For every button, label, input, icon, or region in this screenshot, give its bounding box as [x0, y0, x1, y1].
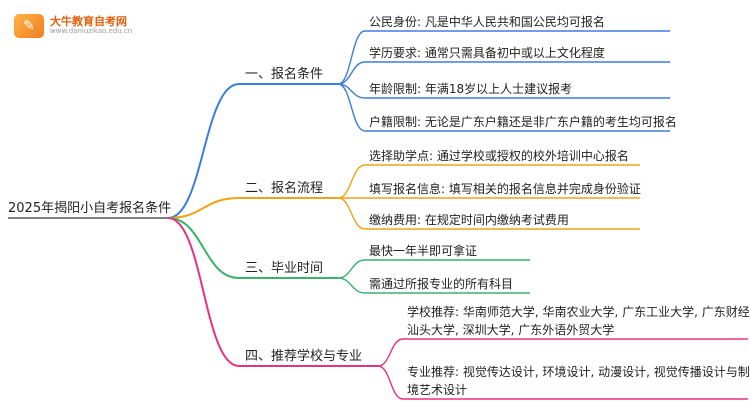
branch-1-leaf-1: 公民身份: 凡是中华人民共和国公民均可报名: [369, 14, 605, 29]
brand-name: 大牛教育自考网: [50, 15, 127, 29]
branch-4-leaf-1-line-1: 学校推荐: 华南师范大学, 华南农业大学, 广东工业大学, 广东财经大学,: [407, 304, 750, 319]
graduation-cap-icon: ✎: [14, 14, 44, 38]
branch-3-label: 三、毕业时间: [245, 261, 323, 276]
brand-logo: ✎ 大牛教育自考网 www.daniuzikao.edu.cn: [14, 14, 132, 38]
branch-3-leaf-1-connector: [337, 259, 366, 279]
branch-1-leaf-4-connector: [337, 83, 366, 132]
branch-1-leaf-2-connector: [337, 61, 366, 85]
branch-1-leaf-1-connector: [337, 30, 366, 85]
branch-3-connector: [167, 217, 240, 279]
branch-4-connector: [167, 217, 240, 367]
branch-2-leaf-3-connector: [337, 197, 366, 230]
branch-2-label: 二、报名流程: [245, 180, 323, 196]
edges: [8, 30, 748, 400]
branch-1-connector: [167, 83, 240, 219]
branch-4-leaf-2-line-1: 专业推荐: 视觉传达设计, 环境设计, 动漫设计, 视觉传播设计与制作, 环: [407, 364, 750, 379]
branch-2-leaf-1: 选择助学点: 通过学校或授权的校外培训中心报名: [369, 148, 629, 163]
branch-2-leaf-1-connector: [337, 164, 366, 199]
branch-1-leaf-2: 学历要求: 通常只需具备初中或以上文化程度: [369, 45, 605, 60]
branch-4-leaf-2-connector: [377, 365, 404, 400]
root-topic: 2025年揭阳小自考报名条件: [8, 200, 171, 216]
branch-2-connector: [167, 197, 240, 219]
branch-4-leaf-2-line-2: 境艺术设计: [407, 382, 467, 397]
branch-3-leaf-1: 最快一年半即可拿证: [369, 243, 477, 258]
branch-3-leaf-2: 需通过所报专业的所有科目: [369, 276, 513, 291]
branch-4-label: 四、推荐学校与专业: [245, 348, 362, 364]
branch-4-leaf-1-line-2: 汕头大学, 深圳大学, 广东外语外贸大学: [407, 322, 614, 337]
nodes: 2025年揭阳小自考报名条件 一、报名条件 公民身份: 凡是中华人民共和国公民均可报…: [8, 14, 750, 397]
branch-1-label: 一、报名条件: [245, 66, 323, 82]
branch-1-leaf-3: 年龄限制: 年满18岁以上人士建议报考: [369, 81, 572, 96]
branch-2-leaf-2: 填写报名信息: 填写相关的报名信息并完成身份验证: [369, 181, 641, 196]
branch-4-leaf-1-connector: [377, 338, 404, 367]
brand-text: 大牛教育自考网 www.daniuzikao.edu.cn: [50, 16, 132, 36]
branch-3-leaf-2-connector: [337, 277, 366, 294]
branch-2-leaf-3: 缴纳费用: 在规定时间内缴纳考试费用: [369, 212, 569, 227]
branch-1-leaf-4: 户籍限制: 无论是广东户籍还是非广东户籍的考生均可报名: [369, 114, 677, 129]
brand-url: www.daniuzikao.edu.cn: [50, 27, 133, 36]
